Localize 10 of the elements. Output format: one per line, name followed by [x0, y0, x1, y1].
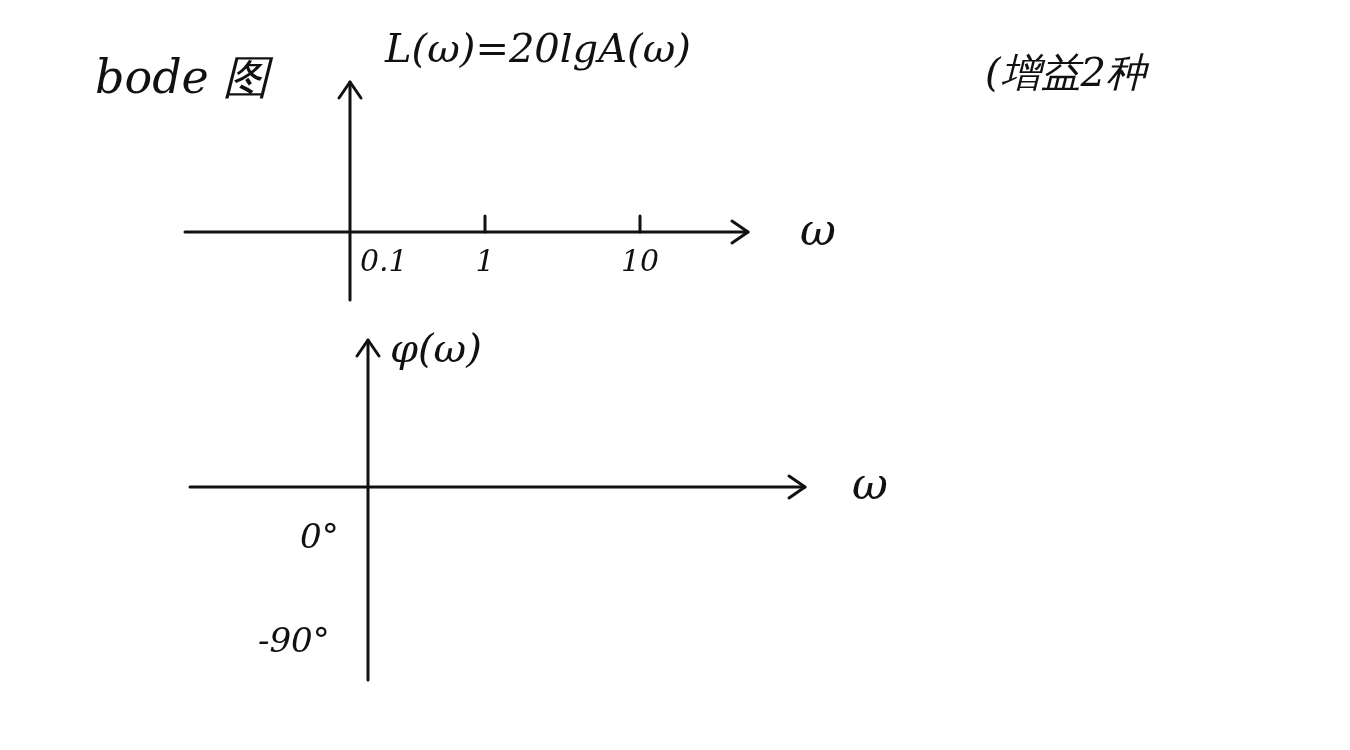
tick-label: 10: [620, 244, 660, 277]
tick-label: 0°: [300, 518, 339, 556]
axis-label: ω: [852, 460, 888, 509]
note-text: (增益2种: [985, 50, 1147, 94]
tick-label: 1: [475, 244, 495, 277]
axis-label: φ(ω): [390, 326, 482, 370]
axis-label: ω: [800, 206, 836, 255]
tick-label: 0.1: [360, 244, 408, 277]
formula-label: L(ω)=20lgA(ω): [385, 26, 691, 70]
tick-label: -90°: [258, 622, 330, 660]
